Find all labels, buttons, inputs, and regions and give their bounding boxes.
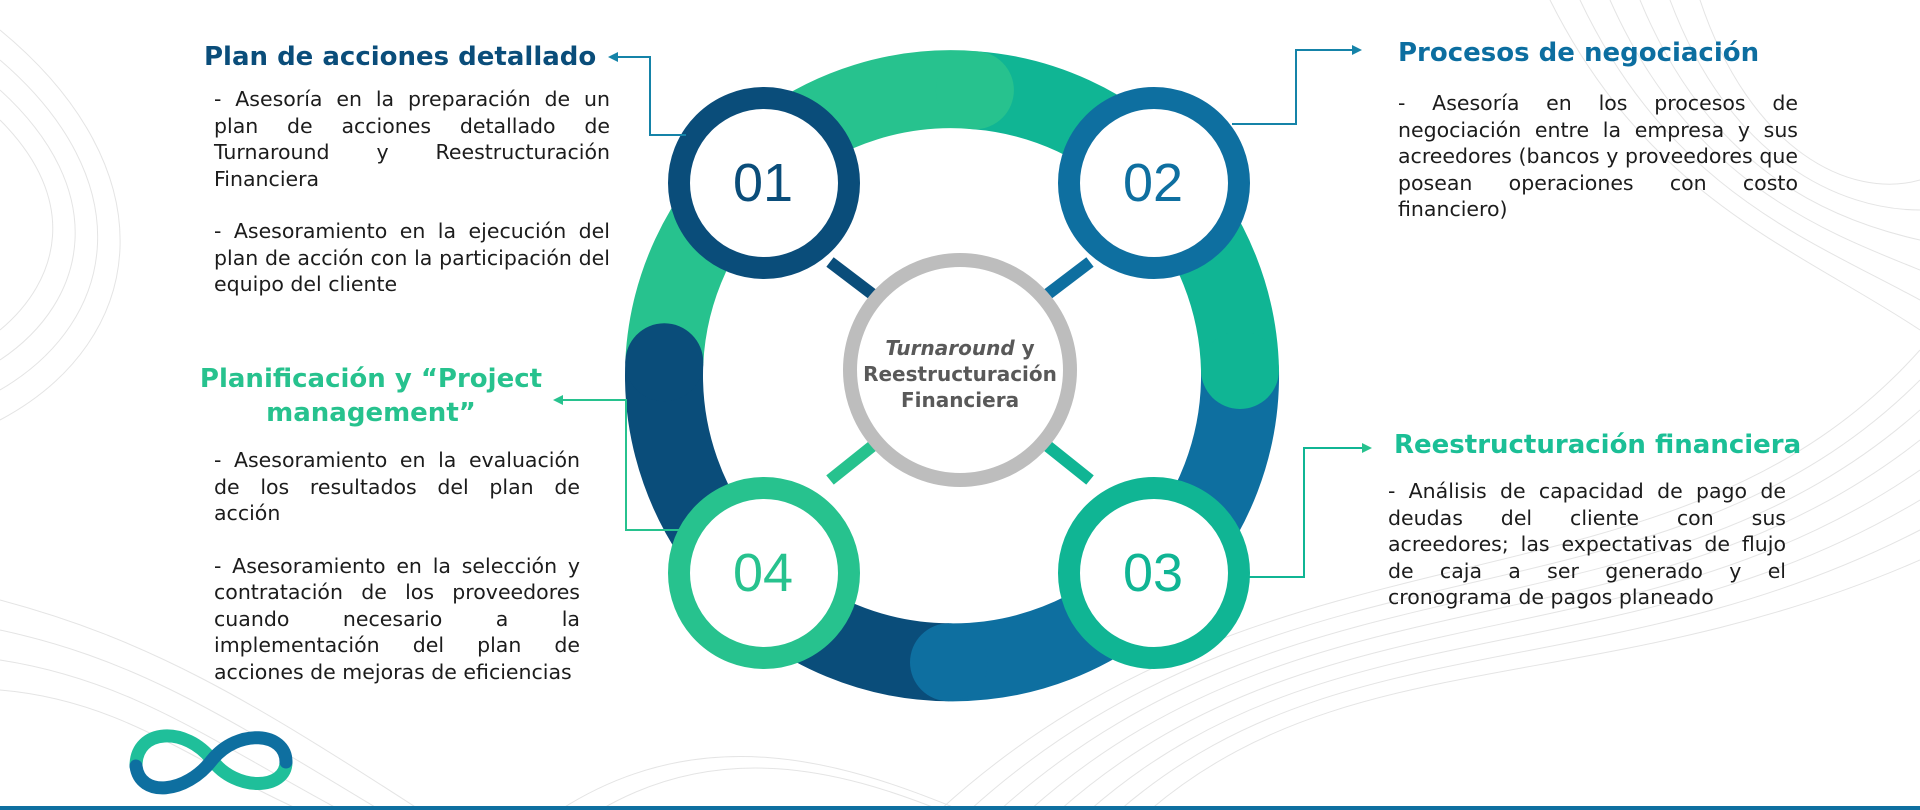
section-01-paragraph-2: - Asesoramiento en la ejecución del plan… (214, 219, 610, 296)
center-label-italic: Turnaround (885, 336, 1015, 360)
node-03-ring (1058, 477, 1250, 669)
section-04-paragraph-1: - Asesoramiento en la evaluación de los … (214, 448, 580, 525)
node-03-number: 03 (1122, 543, 1184, 603)
node-01-ring (668, 87, 860, 279)
section-01-title: Plan de acciones detallado (204, 42, 597, 72)
arrow-03 (1232, 443, 1372, 578)
arrow-04 (553, 395, 686, 531)
center-label-suffix: y (1014, 336, 1035, 360)
infinity-logo-icon (129, 729, 293, 795)
node-02-ring (1058, 87, 1250, 279)
section-03-title: Reestructuración financiera (1394, 430, 1802, 460)
ring-cap-blue (1201, 331, 1279, 409)
section-01-paragraph-1: - Asesoría en la preparación de un plan … (214, 87, 610, 191)
node-04-number: 04 (732, 543, 794, 603)
arrow-02 (1232, 45, 1362, 125)
arrow-01 (608, 52, 686, 136)
bottom-rule (0, 806, 1920, 810)
center-label-line2: Reestructuración (863, 362, 1057, 386)
node-01-number: 01 (732, 153, 794, 213)
section-04-title: Planificación y “Project management” (199, 364, 543, 428)
section-03-paragraph-1: - Análisis de capacidad de pago de deuda… (1388, 479, 1786, 609)
section-04-body: - Asesoramiento en la evaluación de los … (214, 447, 580, 711)
ring-cap-navy (910, 623, 988, 702)
center-label-line3: Financiera (900, 388, 1020, 412)
node-02-number: 02 (1122, 153, 1184, 213)
node-04-ring (668, 477, 860, 669)
section-02-title: Procesos de negociación (1398, 38, 1760, 68)
center-label: Turnaround y Reestructuración Financiera (845, 335, 1075, 413)
section-04-paragraph-2: - Asesoramiento en la selección y contra… (214, 553, 580, 684)
section-02-paragraph-1: - Asesoría en los procesos de negociació… (1398, 91, 1798, 221)
ring-cap-green (625, 323, 704, 402)
section-01-body: - Asesoría en la preparación de un plan … (214, 86, 610, 324)
section-02-body: - Asesoría en los procesos de negociació… (1398, 90, 1798, 249)
center-label-line1: Turnaround y (845, 335, 1075, 361)
center-circle (843, 253, 1077, 487)
section-03-body: - Análisis de capacidad de pago de deuda… (1388, 478, 1786, 637)
ring-cap-teal (935, 51, 1014, 130)
